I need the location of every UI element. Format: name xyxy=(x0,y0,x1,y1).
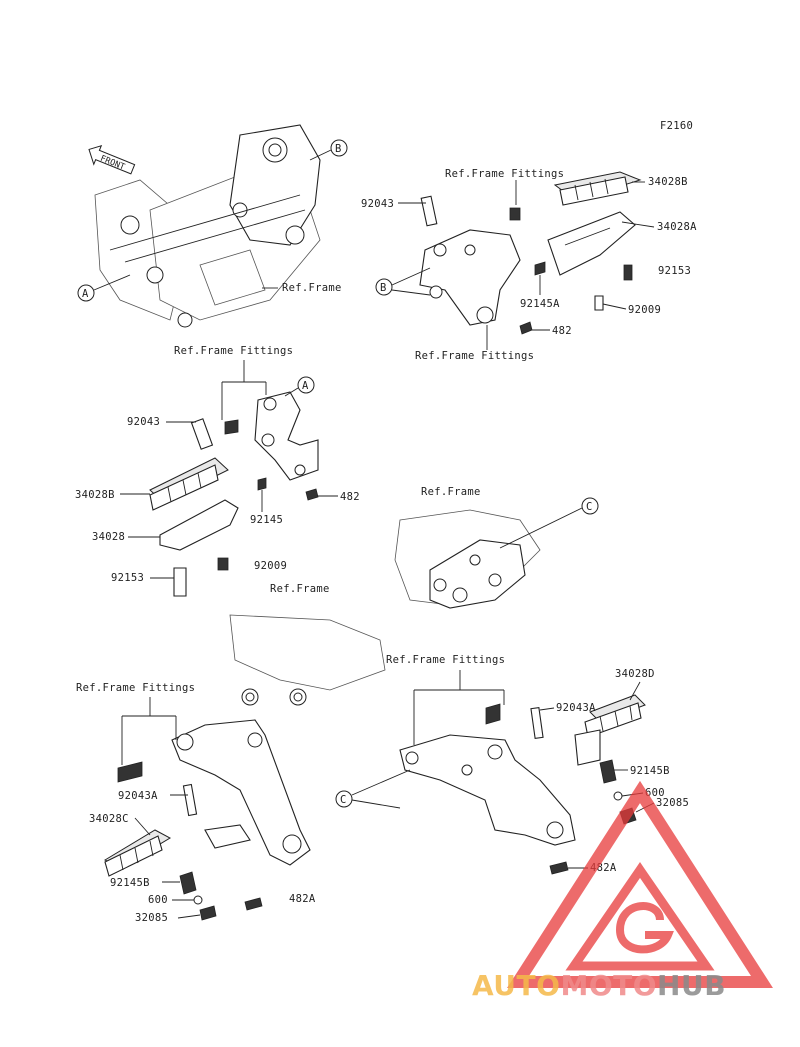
part-label: 34028B xyxy=(75,489,115,501)
diagram-code: F2160 xyxy=(660,120,693,132)
ref-frame-fittings-label: Ref.Frame Fittings xyxy=(415,350,534,362)
part-label: 92009 xyxy=(254,560,287,572)
part-label: 92043 xyxy=(127,416,160,428)
labels-top-right: Ref.Frame Fittings 92043 34028B 34028A 9… xyxy=(361,168,697,362)
frame-top-left xyxy=(94,124,321,328)
assembly-middle-left xyxy=(149,391,319,597)
part-label: 600 xyxy=(645,787,665,799)
part-label: 92145B xyxy=(110,877,150,889)
part-label: 34028B xyxy=(648,176,688,188)
frame-middle-right: Ref.Frame C xyxy=(394,486,599,609)
part-label: 34028C xyxy=(89,813,129,825)
part-label: 482 xyxy=(340,491,360,503)
part-label: 482 xyxy=(552,325,572,337)
labels-middle-left: Ref.Frame Fittings A 92043 34028B 34028 … xyxy=(75,345,360,584)
svg-text:B: B xyxy=(380,282,387,294)
svg-text:A: A xyxy=(82,288,89,300)
part-label: 92043A xyxy=(118,790,158,802)
ref-frame-fittings-label: Ref.Frame Fittings xyxy=(174,345,293,357)
part-label: 600 xyxy=(148,894,168,906)
assembly-bottom-right xyxy=(399,694,646,875)
part-label: 92153 xyxy=(111,572,144,584)
svg-text:A: A xyxy=(302,380,309,392)
part-label: 32085 xyxy=(135,912,168,924)
part-label: 92153 xyxy=(658,265,691,277)
watermark-text: AUTOMOTOHUB xyxy=(472,969,726,1002)
svg-text:C: C xyxy=(586,501,593,513)
ref-frame-fittings-label: Ref.Frame Fittings xyxy=(445,168,564,180)
ref-frame-fittings-label: Ref.Frame Fittings xyxy=(76,682,195,694)
part-label: 482A xyxy=(289,893,316,905)
part-label: 34028A xyxy=(657,221,697,233)
ref-frame-label: Ref.Frame xyxy=(421,486,481,498)
labels-bottom-left: Ref.Frame Fittings 92043A 34028C 92145B … xyxy=(76,682,316,924)
part-label: 92043 xyxy=(361,198,394,210)
assembly-top-right xyxy=(419,171,642,335)
svg-text:Ref.Frame: Ref.Frame xyxy=(282,282,342,294)
watermark-logo xyxy=(507,780,773,988)
callout-a-top: A xyxy=(77,274,131,302)
part-label: 34028 xyxy=(92,531,125,543)
ref-frame-fittings-label: Ref.Frame Fittings xyxy=(386,654,505,666)
assembly-bottom-left: Ref.Frame xyxy=(103,583,386,921)
part-label: 92043A xyxy=(556,702,596,714)
ref-frame-label: Ref.Frame xyxy=(270,583,330,595)
svg-text:AUTOMOTOHUB: AUTOMOTOHUB xyxy=(472,969,726,1002)
svg-text:B: B xyxy=(335,143,342,155)
front-arrow-icon: FRONT xyxy=(88,144,136,175)
part-label: 32085 xyxy=(656,797,689,809)
part-label: 92009 xyxy=(628,304,661,316)
part-label: 92145A xyxy=(520,298,560,310)
svg-text:C: C xyxy=(340,794,347,806)
ref-frame-top: Ref.Frame xyxy=(262,282,342,294)
part-label: 92145B xyxy=(630,765,670,777)
part-label: 34028D xyxy=(615,668,655,680)
part-label: 92145 xyxy=(250,514,283,526)
callout-b-top: B xyxy=(309,139,348,161)
